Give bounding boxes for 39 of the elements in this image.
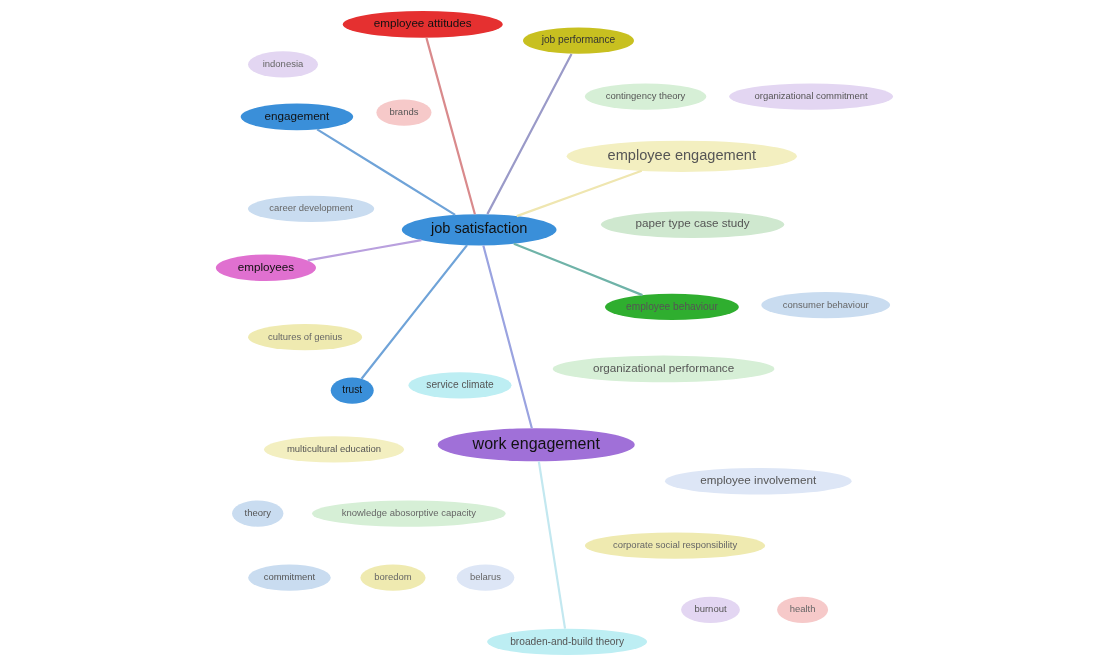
node-ellipse: belarus — [456, 564, 515, 591]
node-ellipse: cultures of genius — [248, 324, 363, 351]
node-ellipse: multicultural education — [264, 436, 405, 463]
node-ellipse: job performance — [523, 27, 634, 54]
node-ellipse: contingency theory — [584, 83, 707, 110]
connector — [360, 244, 468, 380]
node-ellipse: corporate social responsibility — [584, 532, 766, 559]
connector — [537, 461, 567, 629]
node-ellipse: trust — [330, 377, 374, 404]
node-ellipse: health — [777, 596, 829, 623]
node-ellipse: employee engagement — [566, 140, 797, 172]
node-ellipse: service climate — [408, 372, 512, 399]
node-ellipse: employee behaviour — [605, 293, 739, 321]
node-ellipse: job satisfaction — [401, 214, 557, 246]
node-ellipse: employee attitudes — [342, 11, 503, 38]
node-ellipse: indonesia — [248, 51, 318, 78]
node-ellipse: broaden-and-build theory — [487, 628, 648, 655]
node-ellipse: boredom — [360, 564, 426, 591]
connector — [482, 245, 533, 429]
node-ellipse: employee involvement — [665, 467, 852, 495]
node-ellipse: organizational performance — [552, 355, 775, 383]
node-ellipse: knowledge abosorptive capacity — [312, 500, 506, 527]
connector — [316, 128, 456, 216]
node-ellipse: consumer behaviour — [761, 291, 891, 319]
connector — [486, 53, 573, 215]
node-ellipse: brands — [376, 99, 432, 126]
node-ellipse: employees — [215, 254, 316, 282]
connector — [516, 169, 643, 218]
node-ellipse: engagement — [240, 103, 354, 131]
node-ellipse: commitment — [248, 564, 331, 591]
node-ellipse: burnout — [681, 596, 740, 623]
node-ellipse: career development — [247, 195, 375, 222]
node-ellipse: paper type case study — [600, 211, 785, 238]
connector — [307, 239, 422, 262]
node-ellipse: work engagement — [437, 428, 635, 462]
node-ellipse: theory — [232, 500, 284, 527]
node-ellipse: organizational commitment — [729, 83, 894, 110]
connector — [425, 37, 476, 215]
connector — [513, 242, 643, 297]
